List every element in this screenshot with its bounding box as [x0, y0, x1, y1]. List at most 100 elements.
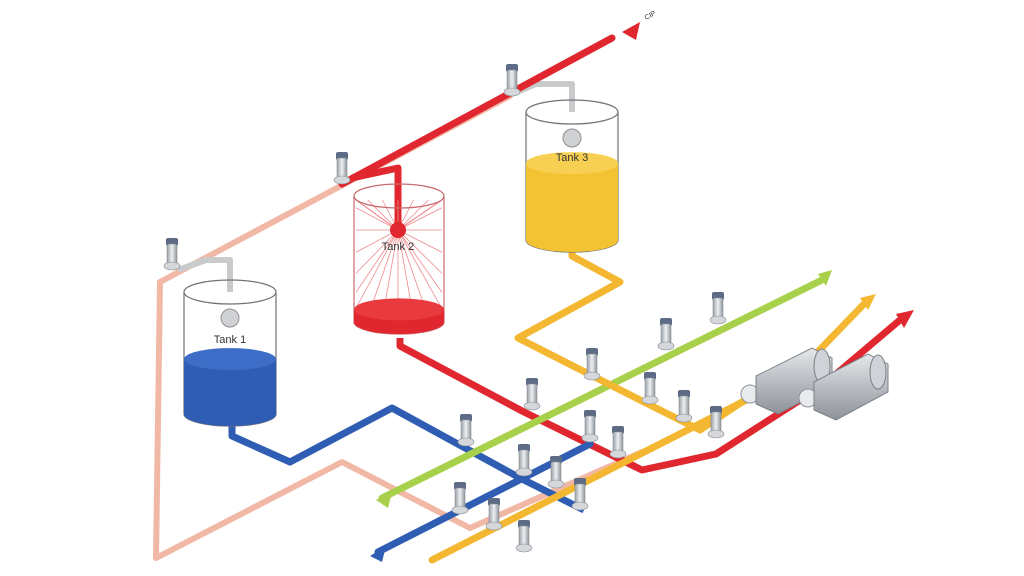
valve-seat	[641, 395, 659, 405]
tank1-feed-pipe	[176, 257, 233, 316]
tank2-label: Tank 2	[382, 241, 414, 253]
red-outlet-arrow	[896, 310, 914, 328]
valve-body	[336, 157, 348, 179]
pump-1	[740, 347, 833, 415]
tank1-rim	[183, 279, 277, 305]
valve-seat	[571, 501, 589, 511]
valve	[515, 444, 533, 477]
tank-2: Tank 2	[353, 183, 445, 335]
valve	[503, 64, 521, 97]
tank3-liquid-surface	[526, 152, 618, 175]
valve-body	[526, 383, 538, 405]
cip-label: CIP	[644, 10, 658, 22]
spray-ray	[355, 199, 399, 231]
tank2-rim	[353, 183, 445, 209]
valve-seat	[457, 437, 475, 447]
spray-ray	[355, 229, 399, 274]
valve	[451, 482, 469, 515]
tank1-inlet-ball	[220, 308, 240, 328]
valve-seat	[523, 401, 541, 411]
valve-seat	[451, 505, 469, 515]
tank2-spray-pipe	[351, 164, 402, 228]
valve	[457, 414, 475, 447]
cip-supply-pipe	[338, 34, 616, 188]
yellow-outlet-arrow	[860, 294, 876, 310]
valve-body	[518, 449, 530, 471]
cip-inlet-arrow	[622, 22, 640, 40]
valve	[709, 292, 727, 325]
valve-body	[518, 525, 530, 547]
tank3-outlet-pipe	[514, 250, 750, 434]
valve	[515, 520, 533, 553]
green-pipe	[378, 276, 826, 502]
valve-seat	[583, 371, 601, 381]
valve	[547, 456, 565, 489]
valve-body	[460, 419, 472, 441]
valve-body	[574, 483, 586, 505]
valve	[163, 238, 181, 271]
valve	[485, 498, 503, 531]
valve-body	[488, 503, 500, 525]
valve-body	[644, 377, 656, 399]
valve	[707, 406, 725, 439]
spray-ray	[397, 229, 443, 274]
tank1-label: Tank 1	[214, 334, 246, 346]
valve-body	[454, 487, 466, 509]
tank1-liquid-surface	[184, 348, 276, 371]
tank2-liquid-surface	[354, 298, 444, 321]
spray-ray	[397, 199, 443, 231]
blue-inlet-arrow	[370, 546, 386, 562]
valve-seat	[547, 479, 565, 489]
valve-seat	[163, 261, 181, 271]
valve	[641, 372, 659, 405]
spray-ray	[397, 229, 443, 253]
tank3-inlet-ball	[562, 128, 582, 148]
tank3-liquid	[526, 163, 618, 252]
green-inlet-arrow	[376, 492, 392, 508]
spray-ray	[397, 207, 443, 231]
valve	[657, 318, 675, 351]
valve	[523, 378, 541, 411]
pump2-motor-end	[869, 354, 887, 390]
tank1-liquid	[184, 359, 276, 426]
spray-ray	[355, 229, 399, 293]
valve	[333, 152, 351, 185]
tank-3: Tank 3	[525, 99, 619, 253]
tank1-outlet-pipe	[228, 404, 586, 514]
valve-seat	[485, 521, 503, 531]
valve-seat	[657, 341, 675, 351]
valve-seat	[707, 429, 725, 439]
spray-ray	[355, 229, 399, 309]
valve-seat	[515, 467, 533, 477]
valve-seat	[503, 87, 521, 97]
valve	[609, 426, 627, 459]
valve-seat	[581, 433, 599, 443]
spray-ray	[397, 229, 443, 293]
pump2-body	[813, 353, 889, 421]
valve-group	[163, 64, 727, 553]
valve-seat	[709, 315, 727, 325]
flow-arrows	[370, 22, 914, 562]
valve-body	[550, 461, 562, 483]
pump-2	[798, 353, 889, 421]
valve-body	[710, 411, 722, 433]
valve-body	[506, 69, 518, 91]
valve-seat	[675, 413, 693, 423]
valve-seat	[333, 175, 351, 185]
valve	[581, 410, 599, 443]
valve	[583, 348, 601, 381]
tank-1: Tank 1	[183, 279, 277, 427]
valve-body	[678, 395, 690, 417]
valve-body	[660, 323, 672, 345]
spray-ray	[397, 229, 442, 309]
tank2-spray-ball	[390, 222, 406, 238]
valve-body	[712, 297, 724, 319]
tank3-rim	[525, 99, 619, 125]
valve-seat	[515, 543, 533, 553]
valve	[571, 478, 589, 511]
tank2-spray-pattern	[355, 199, 443, 319]
green-outlet-arrow	[818, 270, 832, 286]
valve-body	[612, 431, 624, 453]
valve-seat	[609, 449, 627, 459]
